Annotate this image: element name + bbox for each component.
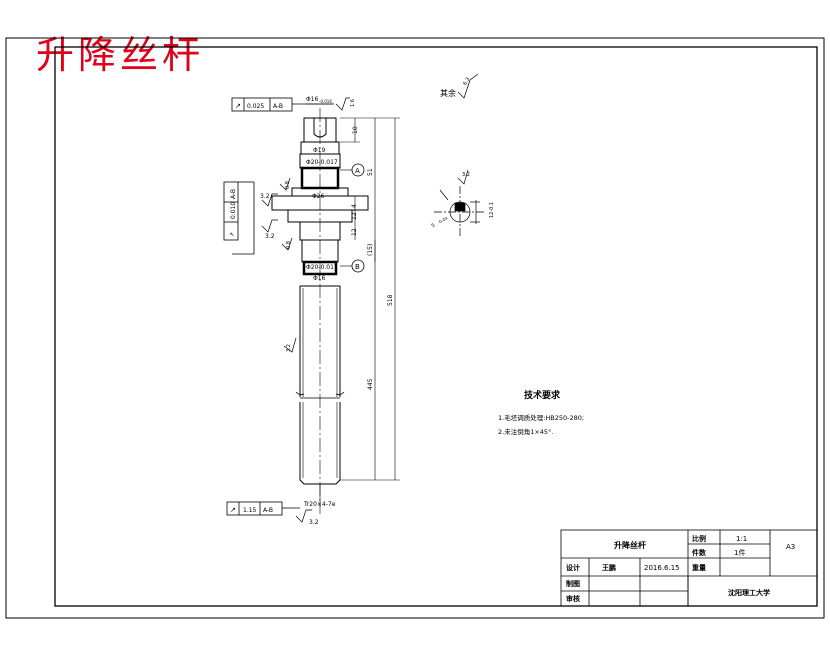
vertical-dimensions	[340, 117, 400, 481]
rough-a: 3.2	[260, 193, 270, 200]
tb-weight-label: 重量	[692, 563, 706, 572]
dim-10: 10	[352, 126, 359, 134]
roughness-symbols	[261, 73, 479, 523]
dim-d20a: Φ20-0.017	[306, 159, 338, 166]
tol-top-symbol: ↗	[235, 102, 241, 110]
rough-c: 3.2	[265, 233, 275, 240]
dim-12: 12	[351, 212, 358, 220]
tb-size: A3	[786, 543, 795, 551]
title-overlay: 升降丝杆	[36, 33, 205, 77]
tb-date: 2016.6.15	[644, 564, 680, 572]
tol-mid-symbol: ↗	[229, 232, 236, 237]
section-dim: 12-0.1	[489, 202, 495, 218]
rough-section: 3.2	[462, 172, 470, 178]
tb-scale-label: 比例	[692, 534, 706, 543]
dim-15: (15)	[367, 244, 374, 256]
dim-d-top: Φ16	[306, 96, 319, 103]
other-surface-label: 其余	[440, 88, 456, 98]
datum-a-marker	[351, 163, 365, 177]
rough-top: 1.6	[350, 99, 356, 107]
dim-d19: Φ19	[313, 147, 326, 154]
inner-border	[54, 46, 818, 607]
section-width: 5	[431, 222, 437, 229]
tolerance-frame-middle	[223, 181, 255, 255]
note-2: 2.未注倒角1×45°.	[498, 427, 553, 436]
dim-d26: Φ26	[312, 193, 325, 200]
dim-445: 445	[367, 378, 374, 390]
dim-4: 4	[351, 204, 358, 208]
section-view	[434, 186, 486, 238]
tb-school: 沈阳理工大学	[728, 588, 770, 597]
tol-bot-datum: A-B	[263, 507, 273, 514]
tb-designer: 王鹏	[602, 563, 616, 572]
dim-12b: 12	[351, 228, 358, 236]
dim-thread: Tr20×4-7e	[303, 501, 336, 508]
dim-d16: Φ16	[313, 275, 326, 282]
dim-518: 518	[387, 294, 394, 306]
tb-qty-label: 件数	[692, 548, 707, 557]
notes-heading: 技术要求	[524, 389, 561, 401]
rough-e: 3.2	[286, 344, 292, 352]
tb-check-label: 审核	[566, 594, 580, 603]
tol-top-datum: A-B	[273, 103, 283, 110]
tol-bot-value: 1.15	[243, 507, 257, 514]
dim-51: 51	[367, 168, 374, 176]
tolerance-frame-top	[231, 97, 334, 112]
other-surface-value: 6.3	[462, 77, 471, 87]
tb-design-label: 设计	[566, 563, 580, 572]
dim-d-top-tol: -0.016	[319, 99, 332, 104]
tb-draw-label: 制图	[566, 579, 580, 588]
tol-bot-symbol: ↗	[230, 506, 236, 514]
note-1: 1.毛坯调质处理:HB250-280;	[498, 413, 584, 422]
tol-mid-datum: A-B	[230, 189, 237, 199]
datum-b-marker	[351, 259, 365, 273]
outer-border	[5, 37, 825, 619]
datum-b-label: B	[355, 263, 360, 271]
datum-a-label: A	[355, 167, 360, 175]
tolerance-frame-bottom	[226, 501, 300, 516]
title-block	[560, 529, 818, 607]
tb-scale-value: 1:1	[736, 535, 747, 543]
section-width-tol: -0.03	[437, 215, 449, 225]
rough-d: 0.8	[286, 241, 292, 249]
shaft-drawing	[271, 108, 369, 514]
tb-qty-value: 1件	[734, 548, 745, 557]
tol-mid-value: 0.010	[230, 202, 237, 219]
dim-d20b: Φ20-0.017	[306, 264, 338, 271]
tb-part-name: 升降丝杆	[614, 540, 646, 550]
tol-top-value: 0.025	[247, 103, 264, 110]
rough-f: 3.2	[309, 519, 319, 526]
rough-b: 0.8	[285, 181, 291, 189]
